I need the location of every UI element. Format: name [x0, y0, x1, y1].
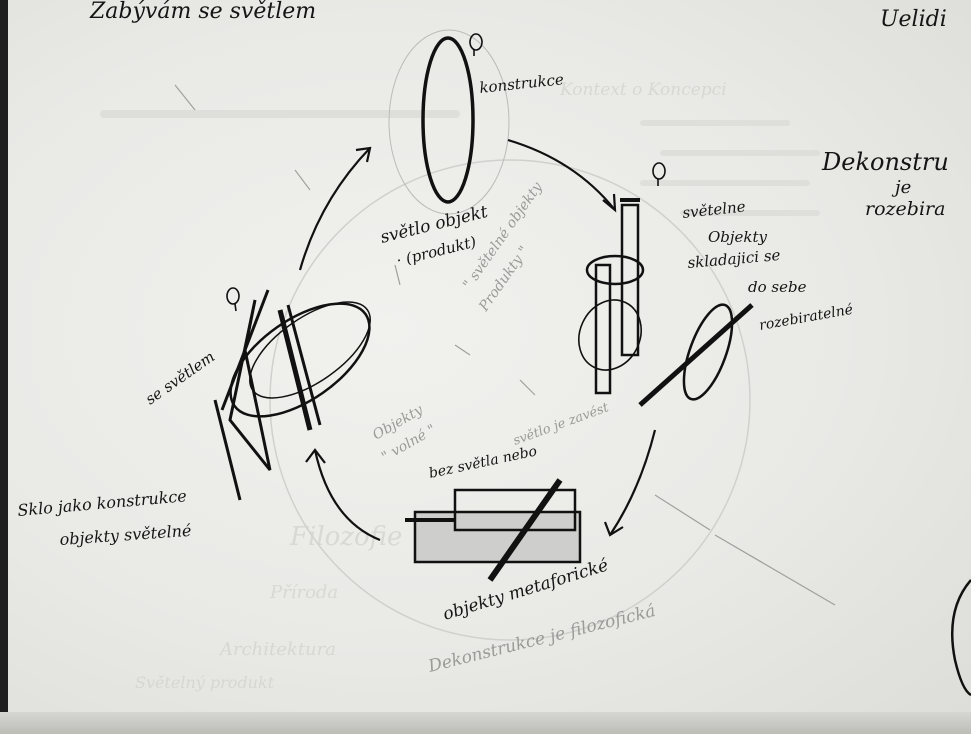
label-dekonstru-right: Dekonstru	[821, 148, 949, 176]
label-svetlo-je-zavest: světlo je zavést	[511, 400, 611, 449]
bottom-metaphoric-objects	[405, 480, 580, 580]
lightbulb-icon	[227, 288, 239, 311]
lightbulb-icon	[470, 34, 482, 56]
bleed-text-svetelny-produkt: Světelný produkt	[135, 673, 275, 692]
label-rozebiratelne: rozebiratelné	[758, 302, 854, 334]
label-rozebira-right: rozebira	[865, 198, 945, 220]
label-sklo-jako: Sklo jako konstrukce	[17, 486, 188, 520]
label-do-sebe: do sebe	[748, 278, 807, 296]
bleed-text-priroda: Příroda	[269, 582, 338, 603]
top-right-cut-text: Uelidi	[880, 7, 947, 32]
left-glass-construction	[212, 281, 389, 500]
label-konstrukce: konstrukce	[479, 70, 565, 97]
label-je-right: je	[891, 177, 911, 198]
bleed-text-kontext: Kontext o Koncepci	[559, 80, 727, 100]
label-skladajici: skladajici se	[687, 246, 781, 272]
label-objekty-metaforicke: objekty metaforické	[441, 555, 611, 624]
label-se-svetlem: se světlem	[142, 347, 218, 408]
label-bez-svetla: bez světla nebo	[428, 443, 539, 482]
page-bottom-edge	[0, 712, 971, 734]
label-svetelne: světelne	[682, 197, 747, 222]
label-objekty: Objekty	[708, 228, 768, 246]
top-oval-object	[389, 30, 509, 214]
cycle-arrows	[300, 140, 655, 540]
bleed-text-architektura: Architektura	[218, 639, 336, 660]
top-cut-text: Zabývám se světlem	[89, 0, 316, 24]
label-objekty-svetelne: objekty světelné	[59, 521, 192, 549]
